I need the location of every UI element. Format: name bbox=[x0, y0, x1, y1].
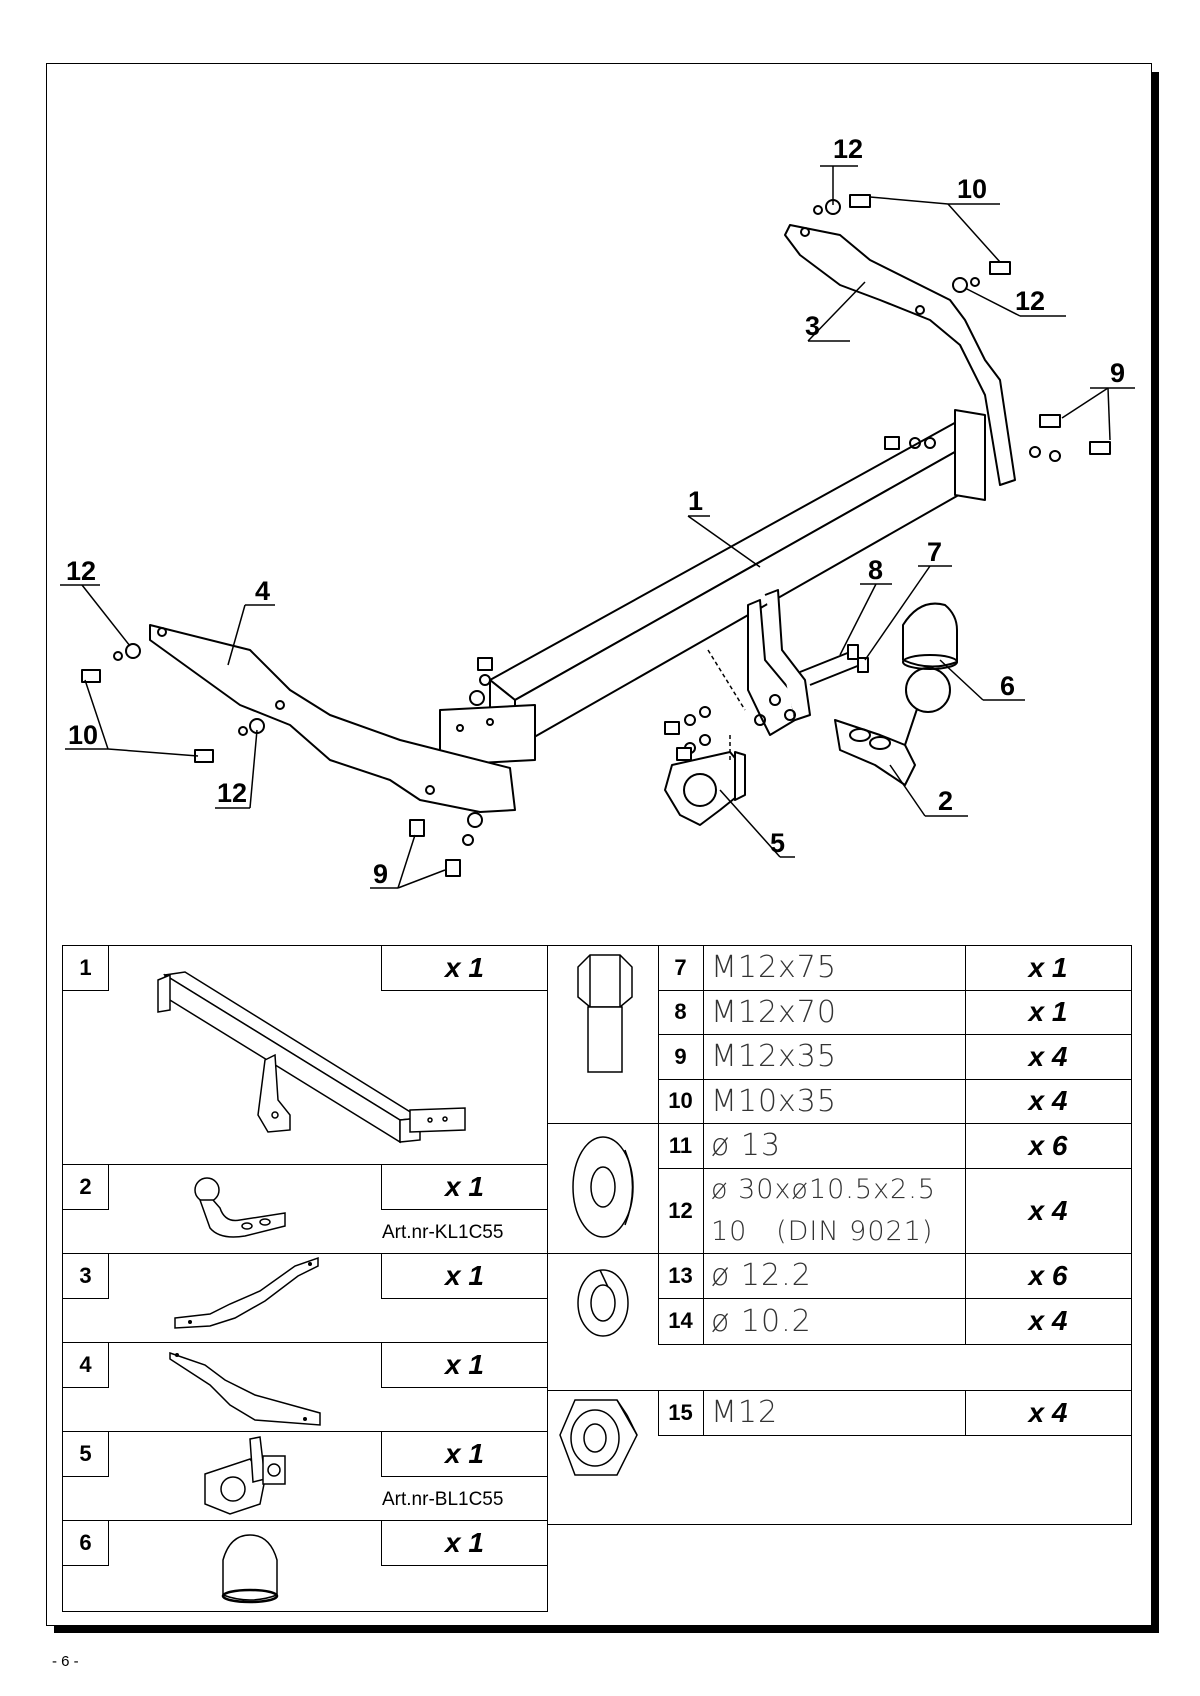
towball-part bbox=[834, 667, 951, 786]
hardware-number-10: 10 bbox=[668, 1088, 693, 1113]
hardware-number-11: 11 bbox=[668, 1132, 693, 1158]
callout-6: 6 bbox=[1000, 671, 1015, 701]
hardware-qty-8: x 1 bbox=[1028, 996, 1068, 1027]
part-article-number-2: Art.nr-KL1C55 bbox=[382, 1222, 504, 1243]
part-number-4: 4 bbox=[63, 1343, 109, 1388]
part-number-5: 5 bbox=[63, 1432, 109, 1477]
part-number-1: 1 bbox=[63, 946, 109, 991]
callout-10: 10 bbox=[957, 174, 987, 204]
callout-12: 12 bbox=[66, 556, 96, 586]
hardware-desc-15: M12 bbox=[711, 1395, 779, 1430]
hardware-desc-11: ø 13 bbox=[711, 1128, 782, 1163]
spring-washer-icon bbox=[577, 1269, 629, 1337]
part-qty-1: x 1 bbox=[381, 946, 547, 991]
bolt-icon bbox=[577, 954, 633, 1073]
hardware-desc-7: M12x75 bbox=[711, 950, 837, 985]
part-number-3: 3 bbox=[63, 1254, 109, 1299]
part-qty-2: x 1 bbox=[381, 1165, 547, 1210]
hardware-desc-12: ø 30xø10.5x2.5 bbox=[711, 1173, 936, 1205]
parts-table-right bbox=[548, 945, 1132, 1525]
part-qty-4: x 1 bbox=[381, 1343, 547, 1388]
hardware-number-7: 7 bbox=[674, 954, 687, 980]
callout-3: 3 bbox=[805, 311, 820, 341]
part-number-2: 2 bbox=[63, 1165, 109, 1210]
part-qty-3: x 1 bbox=[381, 1254, 547, 1299]
hardware-qty-13: x 6 bbox=[1028, 1259, 1068, 1291]
side-bracket-left-part bbox=[149, 624, 516, 813]
callout-4: 4 bbox=[255, 576, 270, 606]
ball-cap-part bbox=[902, 602, 958, 670]
part-number-6: 6 bbox=[63, 1521, 109, 1566]
callout-9: 9 bbox=[373, 859, 388, 889]
callout-7: 7 bbox=[927, 537, 942, 567]
crossbar-icon bbox=[157, 971, 466, 1144]
hardware-desc-9: M12x35 bbox=[711, 1039, 837, 1074]
hardware-qty-11: x 6 bbox=[1028, 1129, 1068, 1161]
hardware-qty-14: x 4 bbox=[1028, 1305, 1068, 1336]
hardware-qty-9: x 4 bbox=[1028, 1040, 1068, 1072]
exploded-assembly-diagram: 12 10 12 3 9 1 7 8 6 2 5 12 4 10 12 9 bbox=[60, 134, 1135, 889]
parts-table-left bbox=[62, 945, 548, 1612]
hardware-qty-12: x 4 bbox=[1028, 1194, 1068, 1226]
callout-1: 1 bbox=[688, 486, 703, 516]
callout-12: 12 bbox=[833, 134, 863, 164]
part-article-number-5: Art.nr-BL1C55 bbox=[382, 1489, 504, 1510]
bolts-7-8 bbox=[799, 644, 869, 686]
hardware-qty-10: x 4 bbox=[1028, 1085, 1068, 1116]
washer-icon bbox=[572, 1136, 634, 1238]
hardware-number-12: 12 bbox=[668, 1197, 693, 1223]
callout-5: 5 bbox=[770, 828, 785, 858]
hardware-desc-8: M12x70 bbox=[711, 994, 837, 1030]
hardware-number-9: 9 bbox=[674, 1043, 687, 1069]
page-number: - 6 - bbox=[52, 1653, 79, 1670]
side-bracket-right-part bbox=[784, 224, 1016, 486]
hardware-desc-13: ø 12.2 bbox=[711, 1258, 812, 1293]
callout-10: 10 bbox=[68, 720, 98, 750]
callout-9: 9 bbox=[1110, 358, 1125, 388]
hardware-desc-10: M10x35 bbox=[711, 1083, 837, 1119]
nut-icon bbox=[559, 1399, 638, 1476]
socket-plate-part bbox=[664, 751, 746, 826]
hardware-number-8: 8 bbox=[674, 999, 687, 1024]
callout-12: 12 bbox=[217, 778, 247, 808]
side-bracket-right-icon bbox=[174, 1256, 319, 1329]
part-qty-6: x 1 bbox=[381, 1521, 547, 1566]
hardware-desc-12-line2: 10 (DIN 9021) bbox=[711, 1215, 934, 1247]
crossbar-part bbox=[439, 409, 986, 766]
callout-8: 8 bbox=[868, 555, 883, 585]
hardware-fasteners bbox=[81, 194, 1111, 877]
hardware-number-15: 15 bbox=[668, 1399, 693, 1425]
hardware-number-13: 13 bbox=[668, 1262, 693, 1288]
callout-2: 2 bbox=[938, 786, 953, 816]
socket-plate-icon bbox=[204, 1436, 286, 1515]
hardware-qty-7: x 1 bbox=[1028, 951, 1068, 983]
frame-shadow-bottom bbox=[54, 1626, 1159, 1633]
part-qty-5: x 1 bbox=[381, 1432, 547, 1477]
hardware-desc-14: ø 10.2 bbox=[711, 1303, 812, 1339]
callout-12: 12 bbox=[1015, 286, 1045, 316]
leader-lines bbox=[60, 165, 1135, 889]
ball-cap-icon bbox=[221, 1534, 279, 1604]
hardware-qty-15: x 4 bbox=[1028, 1396, 1068, 1428]
frame-shadow-right bbox=[1152, 72, 1159, 1631]
hardware-number-14: 14 bbox=[668, 1308, 693, 1333]
towball-icon bbox=[194, 1177, 286, 1238]
side-bracket-left-icon bbox=[169, 1351, 321, 1426]
